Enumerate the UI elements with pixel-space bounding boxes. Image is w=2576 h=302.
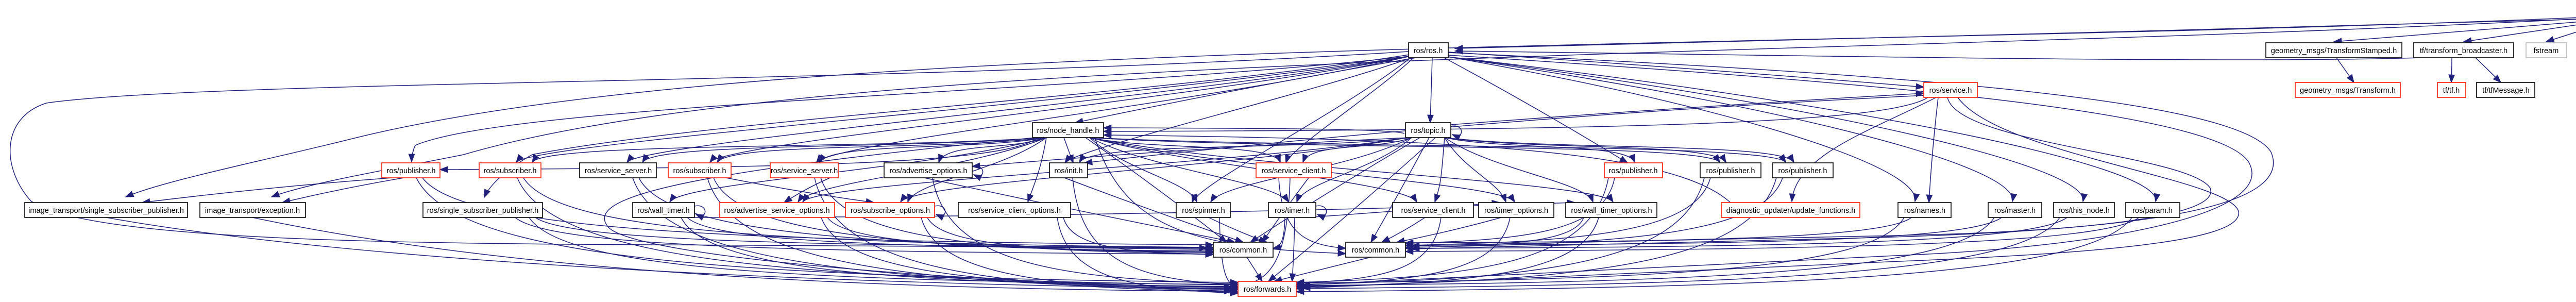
svg-text:ros/advertise_options.h: ros/advertise_options.h bbox=[890, 167, 968, 175]
svg-text:ros/subscriber.h: ros/subscriber.h bbox=[673, 167, 726, 175]
svg-text:diagnostic_updater/update_func: diagnostic_updater/update_functions.h bbox=[1726, 207, 1856, 215]
svg-text:geometry_msgs/TransformStamped: geometry_msgs/TransformStamped.h bbox=[2271, 47, 2397, 55]
svg-text:ros/timer_options.h: ros/timer_options.h bbox=[1484, 207, 1548, 215]
svg-text:ros/node_handle.h: ros/node_handle.h bbox=[1037, 127, 1099, 135]
svg-text:ros/publisher.h: ros/publisher.h bbox=[1706, 167, 1755, 175]
svg-text:ros/subscriber.h: ros/subscriber.h bbox=[483, 167, 536, 175]
svg-text:ros/common.h: ros/common.h bbox=[1219, 246, 1267, 255]
svg-text:image_transport/exception.h: image_transport/exception.h bbox=[205, 207, 300, 215]
svg-text:ros/init.h: ros/init.h bbox=[1054, 167, 1082, 175]
svg-text:ros/ros.h: ros/ros.h bbox=[1414, 47, 1443, 55]
svg-text:ros/service_client_options.h: ros/service_client_options.h bbox=[968, 207, 1061, 215]
svg-text:ros/spinner.h: ros/spinner.h bbox=[1182, 207, 1225, 215]
svg-text:ros/names.h: ros/names.h bbox=[1904, 207, 1945, 215]
svg-text:ros/master.h: ros/master.h bbox=[1994, 207, 2036, 215]
svg-text:fstream: fstream bbox=[2534, 47, 2559, 55]
svg-text:ros/timer.h: ros/timer.h bbox=[1275, 207, 1310, 215]
svg-text:geometry_msgs/Transform.h: geometry_msgs/Transform.h bbox=[2300, 87, 2396, 95]
svg-text:tf/transform_broadcaster.h: tf/transform_broadcaster.h bbox=[2420, 47, 2507, 55]
svg-text:ros/service_client.h: ros/service_client.h bbox=[1401, 207, 1466, 215]
svg-text:ros/single_subscriber_publishe: ros/single_subscriber_publisher.h bbox=[427, 207, 539, 215]
svg-text:ros/publisher.h: ros/publisher.h bbox=[387, 167, 436, 175]
svg-text:ros/param.h: ros/param.h bbox=[2132, 207, 2173, 215]
svg-text:ros/advertise_service_options.: ros/advertise_service_options.h bbox=[724, 207, 829, 215]
svg-text:ros/service_server.h: ros/service_server.h bbox=[771, 167, 838, 175]
svg-text:ros/service_server.h: ros/service_server.h bbox=[585, 167, 652, 175]
svg-text:ros/publisher.h: ros/publisher.h bbox=[1778, 167, 1827, 175]
svg-text:ros/common.h: ros/common.h bbox=[1352, 246, 1399, 255]
svg-text:ros/service.h: ros/service.h bbox=[1929, 87, 1972, 95]
svg-text:tf/tf.h: tf/tf.h bbox=[2443, 87, 2460, 95]
svg-text:tf/tfMessage.h: tf/tfMessage.h bbox=[2482, 87, 2530, 95]
svg-text:ros/service_client.h: ros/service_client.h bbox=[1262, 167, 1326, 175]
svg-text:ros/forwards.h: ros/forwards.h bbox=[1244, 286, 1291, 294]
svg-text:ros/topic.h: ros/topic.h bbox=[1411, 127, 1445, 135]
svg-text:ros/this_node.h: ros/this_node.h bbox=[2058, 207, 2110, 215]
svg-text:image_transport/single_subscri: image_transport/single_subscriber_publis… bbox=[28, 207, 184, 215]
svg-text:ros/wall_timer.h: ros/wall_timer.h bbox=[637, 207, 689, 215]
svg-text:ros/wall_timer_options.h: ros/wall_timer_options.h bbox=[1571, 207, 1652, 215]
svg-text:ros/publisher.h: ros/publisher.h bbox=[1609, 167, 1658, 175]
svg-text:ros/subscribe_options.h: ros/subscribe_options.h bbox=[851, 207, 930, 215]
